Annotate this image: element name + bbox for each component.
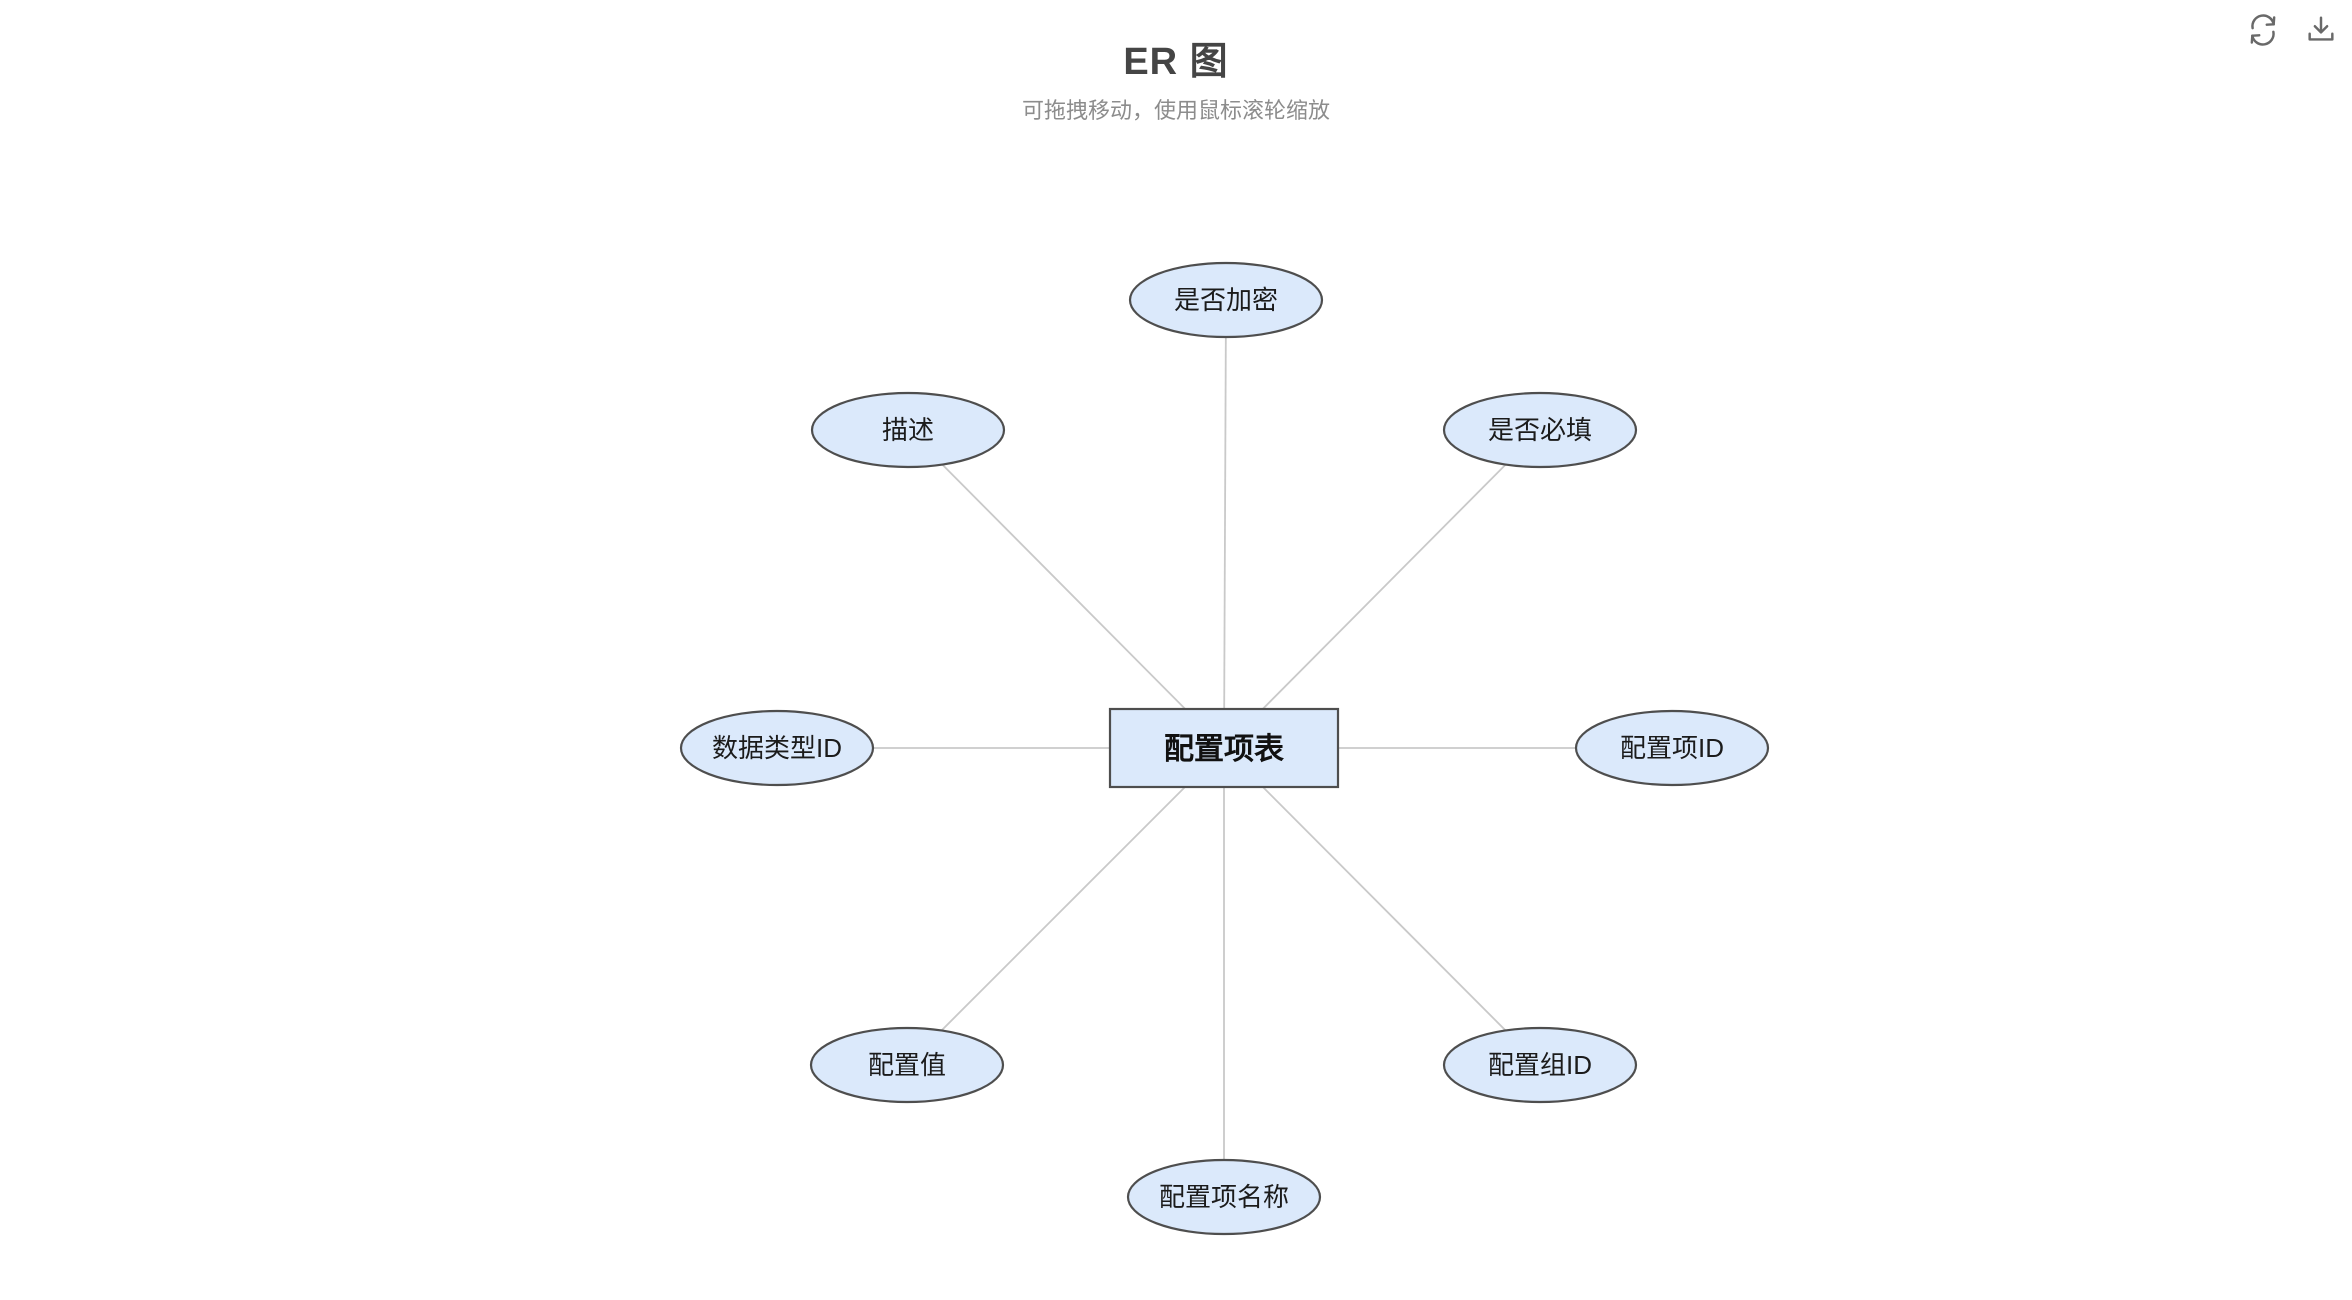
refresh-icon bbox=[2250, 14, 2276, 46]
attribute-node-bottom[interactable]: 配置项名称 bbox=[1126, 1158, 1322, 1236]
toolbar bbox=[2246, 13, 2338, 47]
attribute-node-top-right[interactable]: 是否必填 bbox=[1442, 391, 1638, 469]
attribute-ellipse bbox=[1442, 391, 1638, 469]
attribute-label: 数据类型ID bbox=[712, 733, 842, 763]
connector-line bbox=[906, 747, 1225, 1066]
attribute-ellipse bbox=[679, 709, 875, 787]
download-button[interactable] bbox=[2304, 13, 2338, 47]
attribute-node-bottom-right[interactable]: 配置组ID bbox=[1442, 1026, 1638, 1104]
refresh-button[interactable] bbox=[2246, 13, 2280, 47]
attribute-ellipse bbox=[1126, 1158, 1322, 1236]
attribute-label: 配置组ID bbox=[1488, 1050, 1592, 1080]
attribute-label: 是否加密 bbox=[1174, 285, 1278, 315]
attribute-label: 是否必填 bbox=[1488, 415, 1592, 445]
connector-line bbox=[1223, 747, 1541, 1066]
attribute-label: 描述 bbox=[882, 415, 934, 445]
attribute-label: 配置项名称 bbox=[1159, 1182, 1289, 1212]
attribute-node-left[interactable]: 数据类型ID bbox=[679, 709, 875, 787]
attribute-ellipse bbox=[810, 391, 1006, 469]
download-icon bbox=[2308, 16, 2334, 41]
attribute-ellipse bbox=[809, 1026, 1005, 1104]
attribute-ellipse bbox=[1442, 1026, 1638, 1104]
attribute-node-bottom-left[interactable]: 配置值 bbox=[809, 1026, 1005, 1104]
entity-label: 配置项表 bbox=[1164, 733, 1284, 766]
attribute-ellipse bbox=[1574, 709, 1770, 787]
connector-line bbox=[1223, 429, 1541, 749]
attribute-ellipse bbox=[1128, 261, 1324, 339]
attribute-node-right[interactable]: 配置项ID bbox=[1574, 709, 1770, 787]
connector-line bbox=[1223, 299, 1227, 749]
connector-line bbox=[907, 429, 1225, 749]
entity-rect bbox=[1108, 707, 1340, 789]
attribute-node-top-left[interactable]: 描述 bbox=[810, 391, 1006, 469]
entity-node[interactable]: 配置项表 bbox=[1108, 707, 1340, 789]
attribute-label: 配置项ID bbox=[1620, 733, 1724, 763]
attribute-node-top[interactable]: 是否加密 bbox=[1128, 261, 1324, 339]
attribute-label: 配置值 bbox=[868, 1050, 946, 1080]
